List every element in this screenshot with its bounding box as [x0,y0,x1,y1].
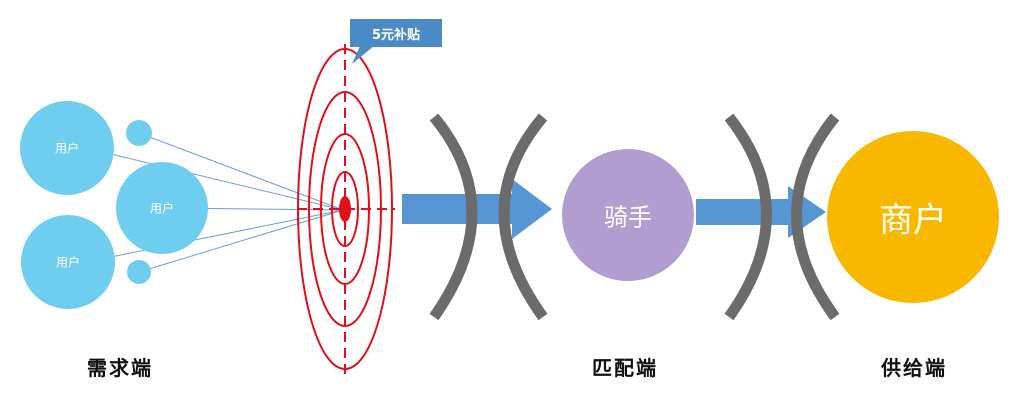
bracket-pair-left [429,113,548,321]
bracket-pair-right [724,113,840,321]
user-bubble-middle [116,162,208,254]
user-label-middle: 用户 [149,201,175,216]
supply-side-label: 供给端 [881,356,947,380]
small-bubble-bottom [127,260,151,284]
matching-side-label: 匹配端 [592,356,658,380]
subsidy-callout: 5元补贴 [350,19,442,47]
user-bubble-top [20,101,114,195]
user-label-top: 用户 [54,141,80,156]
merchant-bubble [827,131,999,303]
rider-bubble [562,149,694,281]
small-bubble-top [126,120,152,146]
merchant-label: 商户 [879,200,947,241]
user-bubble-bottom [21,215,115,309]
callout-pointer [352,46,374,64]
rider-label: 骑手 [604,203,652,232]
demand-side-label: 需求端 [87,356,153,380]
user-label-bottom: 用户 [55,255,81,270]
